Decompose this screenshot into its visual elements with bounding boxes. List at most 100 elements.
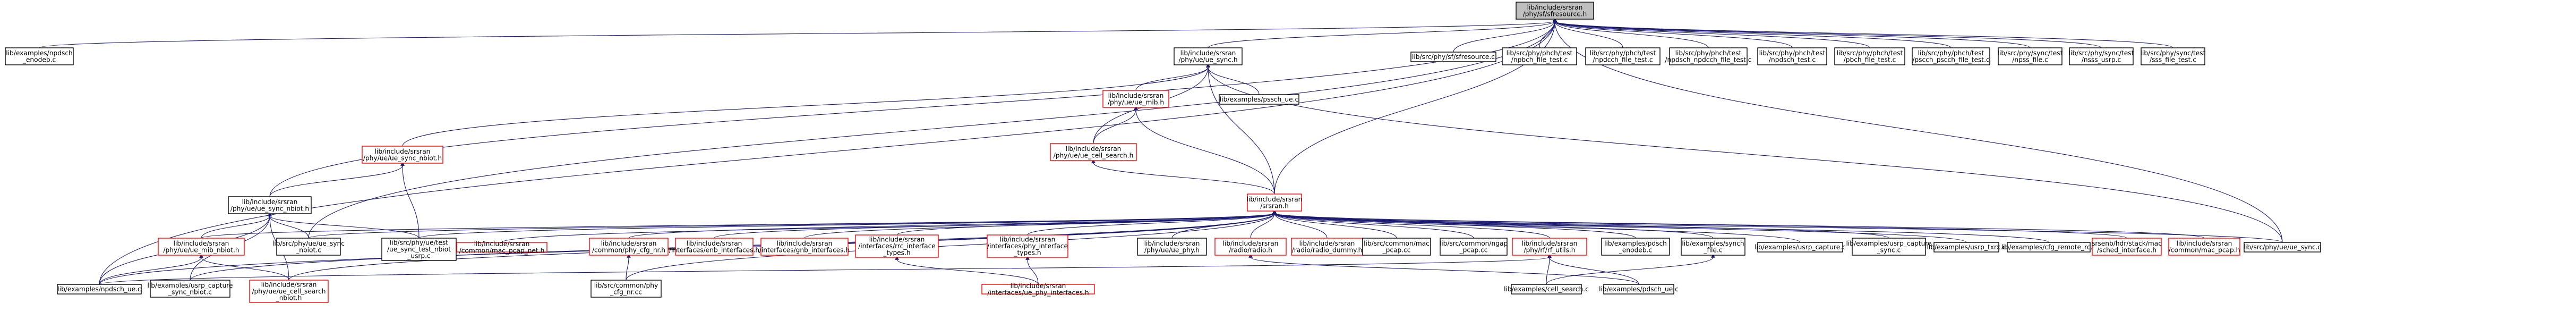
node-pssch-ue[interactable]: lib/examples/pssch_ue.c (1219, 94, 1299, 105)
node-nsss-file-test[interactable]: lib/src/phy/sync/test/sss_file_test.c (2141, 47, 2206, 65)
node-npdsch-npdcch-file-test[interactable]: lib/src/phy/phch/test/npdsch_npdcch_file… (1665, 47, 1752, 65)
node-label: _nbiot.c (295, 246, 321, 254)
node-ue-cell-search-nbiot[interactable]: lib/include/srsran/phy/ue/ue_cell_search… (249, 280, 329, 303)
node-box (1585, 47, 1661, 65)
node-label: lib/examples/cfg_remote_rc.c (2001, 243, 2096, 251)
node-label: _sync.c (1877, 246, 1901, 254)
node-box (1834, 47, 1905, 65)
edge-srsran_h-to-mac_pcap_h (1272, 209, 2205, 239)
node-phy-cfg-nr-cc[interactable]: lib/src/common/phy_cfg_nr.cc (590, 280, 662, 298)
node-rrc-interface-types[interactable]: lib/include/srsran/interfaces/rrc_interf… (855, 234, 939, 258)
node-nsss-usrp[interactable]: lib/src/phy/sync/test/nsss_usrp.c (2069, 47, 2134, 65)
node-ue-sync-c[interactable]: lib/src/phy/ue/ue_sync_nbiot.c (272, 238, 345, 256)
node-phy-cfg-nr[interactable]: lib/include/srsran/common/phy_cfg_nr.h (589, 238, 669, 256)
node-sfresource-c[interactable]: lib/src/phy/sf/sfresource.c (1410, 52, 1496, 62)
node-ue-sync-nbiot[interactable]: lib/include/srsran/phy/ue/ue_sync_nbiot.… (362, 146, 443, 164)
node-enb-interfaces[interactable]: lib/include/srsran/interfaces/enb_interf… (669, 238, 759, 256)
node-usrp-capture[interactable]: lib/examples/usrp_capture.c (1755, 242, 1846, 253)
node-mac-pcap-net[interactable]: lib/include/srsran/common/mac_pcap_net.h (456, 240, 547, 255)
node-pdsch-enodeb[interactable]: lib/examples/pdsch_enodeb.c (1601, 238, 1670, 256)
node-radio-h[interactable]: lib/include/srsran/radio/radio.h (1214, 238, 1287, 256)
node-npdcch-file-test[interactable]: lib/src/phy/phch/test/npdcch_file_test.c (1585, 47, 1661, 65)
node-label: /phy/ue/ue_sync_nbiot.h (363, 154, 442, 162)
node-ue-sync-c2[interactable]: lib/src/phy/ue/ue_sync.c (2244, 242, 2322, 253)
node-npdsch-ue[interactable]: lib/examples/npdsch_ue.c (57, 284, 142, 295)
edge-ue_mib_h-to-ue_cell_search (1093, 106, 1138, 144)
node-box (1219, 94, 1299, 105)
node-label: _types.h (883, 249, 910, 257)
node-ue-sync-nbiot-sync[interactable]: lib/include/srsran/phy/ue/ue_sync_nbiot.… (228, 196, 312, 214)
node-label: /interfaces/phy_interface (987, 242, 1068, 250)
node-npss-file[interactable]: lib/src/phy/sync/test/npss_file.c (1998, 47, 2063, 65)
node-phy-interface-types[interactable]: lib/include/srsran/interfaces/phy_interf… (987, 234, 1068, 258)
node-ue-phy-interfaces[interactable]: lib/include/srsran/interfaces/ue_phy_int… (981, 282, 1095, 297)
node-label: /interfaces/rrc_interface (858, 242, 936, 250)
node-label: /npss_file.c (2012, 56, 2048, 63)
node-box (1516, 2, 1594, 20)
node-npdsch-test[interactable]: lib/src/phy/phch/test/npdsch_test.c (1757, 47, 1827, 65)
node-ue-mib-nbiot[interactable]: lib/include/srsran/phy/ue/ue_mib_nbiot.h (158, 238, 245, 256)
edge-srsran_h-to-usrp_capture (1272, 209, 1801, 243)
node-box (1757, 242, 1843, 253)
node-synch-file[interactable]: lib/examples/synch_file.c (1681, 238, 1745, 256)
node-label: /radio/radio_dummy.h (1292, 246, 1363, 254)
node-mac-pcap-cc[interactable]: lib/src/common/mac_pcap.cc (1362, 238, 1431, 256)
node-root[interactable]: lib/include/srsran/phy/sf/sfresource.h (1516, 2, 1594, 20)
node-label: lib/include/srsran (869, 236, 925, 243)
node-label: lib/include/srsran (174, 240, 229, 247)
node-pscch-file-test[interactable]: lib/src/phy/phch/test/pscch_pscch_file_t… (1912, 47, 1990, 65)
node-ue-mib-h[interactable]: lib/include/srsran/phy/ue/ue_mib.h (1102, 90, 1169, 108)
node-box (2168, 238, 2240, 256)
node-label: /npdcch_file_test.c (1593, 56, 1653, 63)
node-radio-dummy[interactable]: lib/include/srsran/radio/radio_dummy.h (1291, 238, 1363, 256)
node-label: lib/examples/npdsch_ue.c (57, 285, 141, 293)
node-label: _enodeb.c (1619, 246, 1652, 254)
edge-ue_sync_h-to-ue_mib_h (1135, 63, 1210, 91)
node-box (2141, 47, 2205, 65)
node-srsran-h[interactable]: lib/include/srsran/srsran.h (1247, 194, 1303, 212)
node-pdsch-ue[interactable]: lib/examples/pdsch_ue.c (1599, 284, 1679, 295)
node-cfr-remote[interactable]: lib/examples/cfg_remote_rc.c (2001, 242, 2096, 253)
node-label: /phy/rf/rf_utils.h (1524, 246, 1576, 254)
node-label: /phy/ue/ue_cell_search.h (1054, 152, 1134, 159)
node-label: lib/examples/pssch_ue.c (1220, 96, 1298, 103)
node-label: /srsran.h (1260, 202, 1289, 209)
node-ue-cell-search[interactable]: lib/include/srsran/phy/ue/ue_cell_search… (1050, 143, 1137, 161)
node-label: lib/src/phy/sf/sfresource.c (1412, 53, 1495, 61)
node-usrp-txrx[interactable]: lib/examples/usrp_txrx.c (1927, 242, 2006, 253)
edge-srsran_h-to-phy_cfg_nr (628, 209, 1277, 239)
node-box (1362, 238, 1431, 256)
node-npbch-file-test[interactable]: lib/src/phy/phch/test/npbch_file_test.c (1502, 47, 1577, 65)
node-label: /pscch_pscch_file_test.c (1912, 56, 1989, 63)
node-ue-sync-test-nbiot[interactable]: lib/src/phy/ue/test/ue_sync_test_nbiot_u… (381, 238, 457, 261)
node-box (1050, 143, 1137, 161)
node-label: lib/src/common/phy (594, 282, 658, 289)
node-label: lib/src/phy/sync/test (1998, 49, 2063, 57)
node-label: /common/phy_cfg_nr.h (592, 246, 665, 254)
edge-srsran_h-to-rf_utils (1272, 209, 1550, 239)
node-ngap-pcap[interactable]: lib/src/common/ngap_pcap.cc (1440, 238, 1508, 256)
node-pbch-file-test[interactable]: lib/src/phy/phch/test/pbch_file_test.c (1834, 47, 1905, 65)
node-rf-utils[interactable]: lib/include/srsran/phy/rf/rf_utils.h (1512, 238, 1587, 256)
edge-srsran_h-to-phy_interface_types (1027, 209, 1277, 236)
node-cell-search[interactable]: lib/examples/cell_search.c (1504, 284, 1589, 295)
edge-root-to-npdsch_npdcch_file_test (1553, 18, 1709, 48)
node-box (589, 238, 669, 256)
node-sched-interface[interactable]: srsenb/hdr/stack/mac/sched_interface.h (2092, 238, 2162, 256)
node-usrp-capture-sync[interactable]: lib/examples/usrp_capture_sync.c (1846, 238, 1932, 256)
node-label: lib/include/srsran (1108, 92, 1164, 99)
node-ue-phy-h[interactable]: lib/include/srsran/phy/ue/ue_phy.h (1137, 238, 1207, 256)
node-box (1137, 238, 1207, 256)
edge-root-to-nsss_usrp (1553, 18, 2102, 48)
node-ue-capture-sync-nbiot[interactable]: lib/examples/usrp_capture_sync_nbiot.c (147, 280, 233, 298)
node-ue-sync-h[interactable]: lib/include/srsran/phy/ue/ue_sync.h (1174, 47, 1243, 65)
node-label: _pcap.cc (1382, 246, 1410, 254)
node-label: lib/include/srsran (2177, 240, 2232, 247)
node-box (590, 280, 662, 298)
node-label: _cfg_nr.cc (610, 288, 642, 296)
node-label: lib/src/phy/ue/ue_sync (272, 240, 345, 247)
node-mac-pcap-h[interactable]: lib/include/srsran/common/mac_pcap.h (2168, 238, 2240, 256)
node-npdsch-enodeb[interactable]: lib/examples/npdsch_enodeb.c (5, 47, 74, 65)
node-gnb-interfaces[interactable]: lib/include/srsran/interfaces/gnb_interf… (759, 238, 850, 256)
node-label: lib/examples/usrp_capture (1846, 240, 1931, 247)
